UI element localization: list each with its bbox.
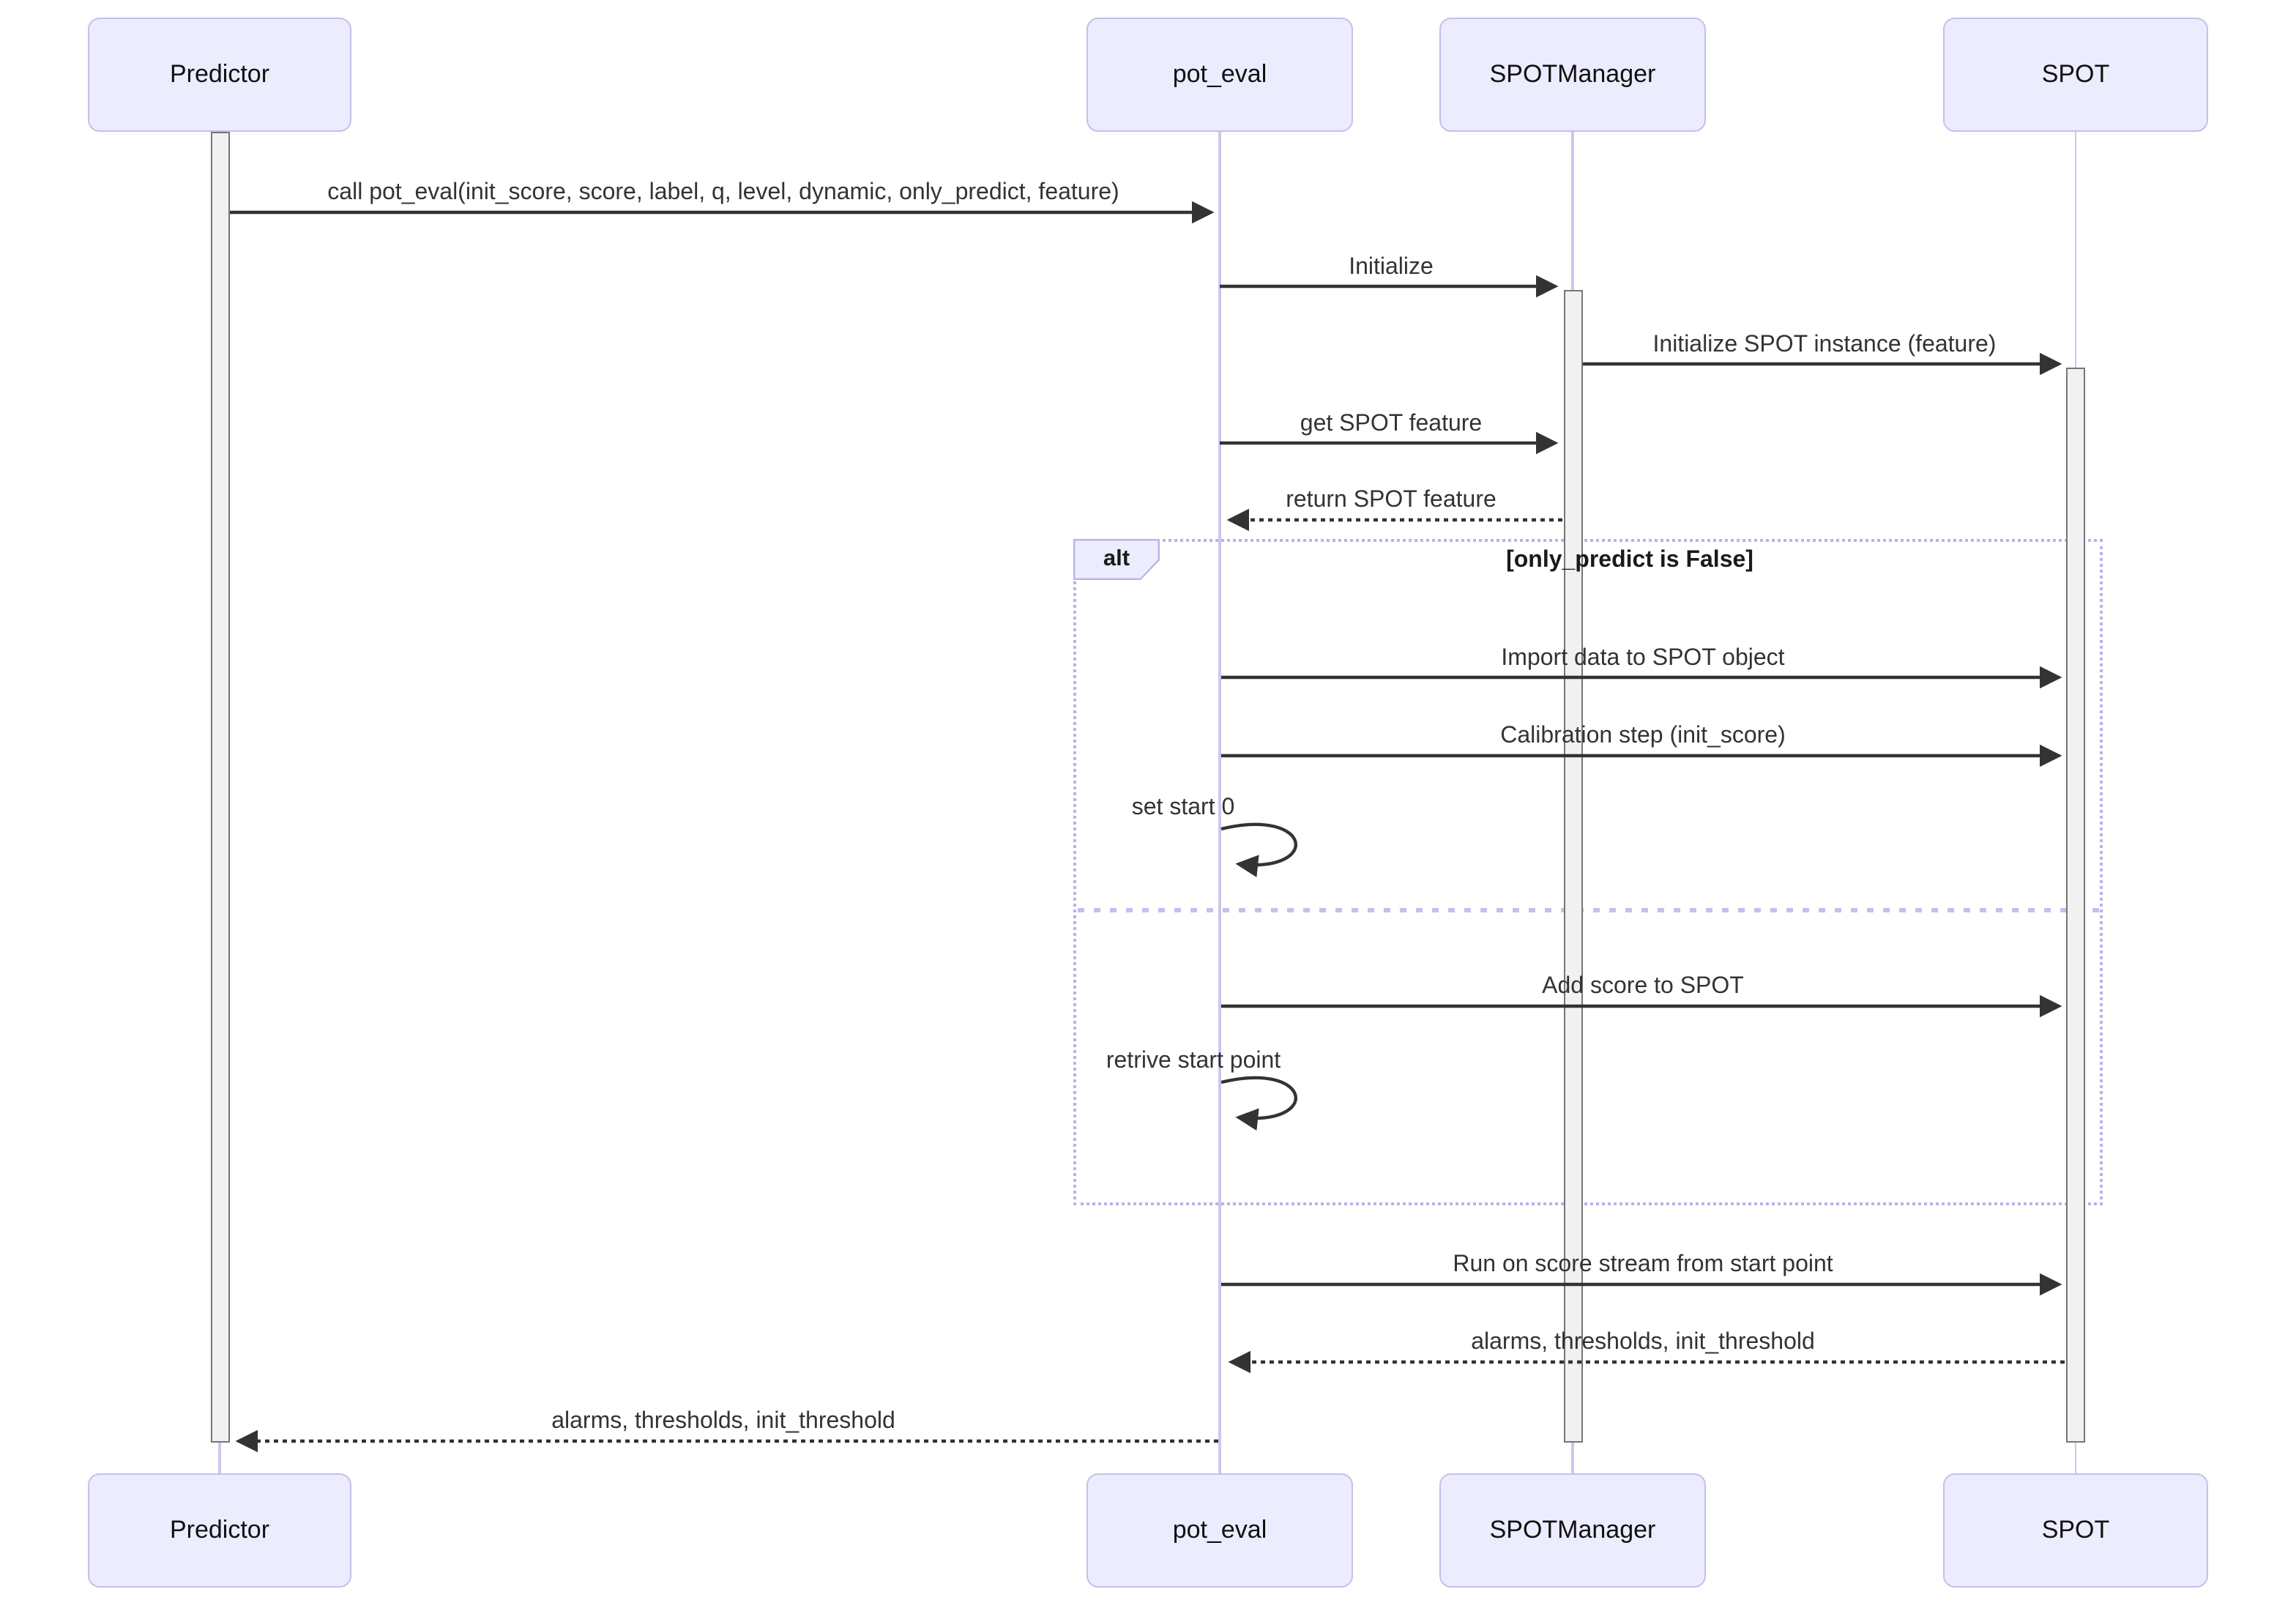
participant-bottom-spotmanager: SPOTManager (1439, 1473, 1706, 1588)
participant-top-pot-eval: pot_eval (1086, 18, 1353, 132)
participant-bottom-predictor: Predictor (88, 1473, 351, 1588)
message-label: Calibration step (init_score) (1500, 723, 1786, 748)
participant-label: SPOT (2041, 1516, 2110, 1544)
participant-top-spotmanager: SPOTManager (1439, 18, 1706, 132)
message-label: Add score to SPOT (1542, 974, 1744, 999)
participant-label: SPOT (2041, 60, 2110, 88)
lifeline-pot-eval (1218, 132, 1221, 1473)
message-label: call pot_eval(init_score, score, label, … (327, 180, 1119, 205)
participant-label: pot_eval (1172, 60, 1267, 88)
message-label: Run on score stream from start point (1453, 1252, 1833, 1277)
self-loop-arrow-0 (1220, 822, 1297, 878)
self-loop-arrow-1 (1220, 1076, 1297, 1131)
alt-frame (1073, 539, 2103, 1205)
participant-top-predictor: Predictor (88, 18, 351, 132)
participant-bottom-pot-eval: pot_eval (1086, 1473, 1353, 1588)
participant-label: pot_eval (1172, 1516, 1267, 1544)
alt-guard: [only_predict is False] (1506, 548, 1753, 573)
participant-bottom-spot: SPOT (1943, 1473, 2208, 1588)
activation-bar-spot (2066, 368, 2085, 1443)
message-label: Import data to SPOT object (1501, 646, 1785, 671)
alt-else-divider (1078, 908, 2100, 912)
participant-label: SPOTManager (1489, 1516, 1656, 1544)
message-label: alarms, thresholds, init_threshold (551, 1409, 895, 1434)
message-label: set start 0 (1131, 795, 1235, 820)
alt-label: alt (1073, 539, 1160, 580)
activation-bar-predictor (211, 132, 230, 1443)
message-label: retrive start point (1106, 1049, 1281, 1074)
participant-label: Predictor (169, 1516, 270, 1544)
participant-top-spot: SPOT (1943, 18, 2208, 132)
participant-label: Predictor (169, 60, 270, 88)
message-label: get SPOT feature (1300, 412, 1483, 436)
alt-label-text: alt (1075, 540, 1158, 578)
message-label: Initialize (1349, 255, 1434, 280)
message-label: alarms, thresholds, init_threshold (1471, 1330, 1815, 1355)
activation-bar-spotmanager (1563, 290, 1582, 1443)
message-label: return SPOT feature (1286, 488, 1496, 513)
participant-label: SPOTManager (1489, 60, 1656, 88)
message-label: Initialize SPOT instance (feature) (1652, 332, 1997, 357)
